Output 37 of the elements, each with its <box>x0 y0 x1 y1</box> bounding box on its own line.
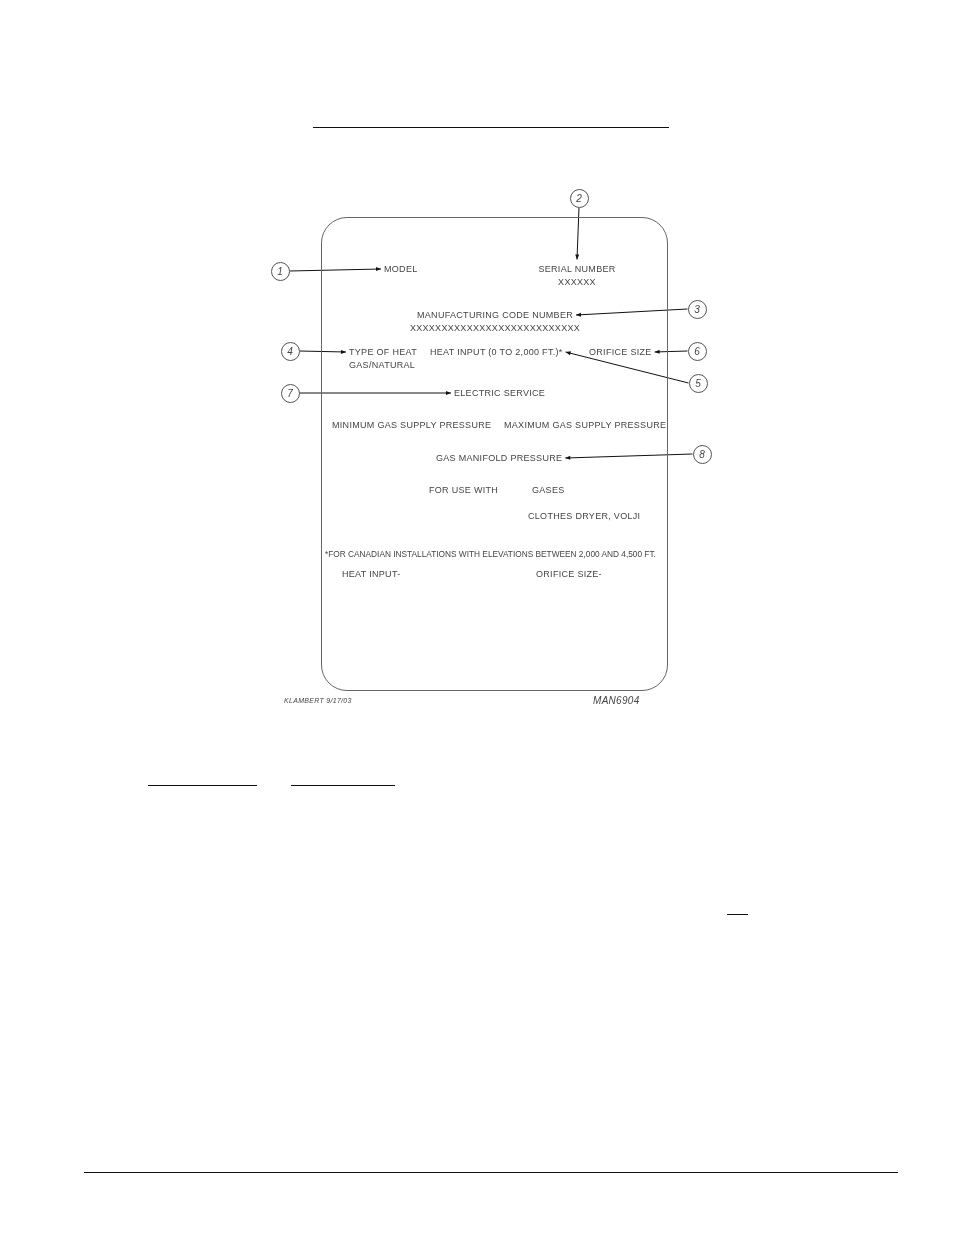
field-label: ELECTRIC SERVICE <box>454 387 546 399</box>
leader-line <box>575 207 580 260</box>
leader-line <box>299 349 347 354</box>
appliance-label: CLOTHES DRYER, VOLJI <box>528 510 641 522</box>
field-label: GASES <box>532 484 565 496</box>
supply-pressure-label: MINIMUM GAS SUPPLY PRESSURE <box>332 419 492 431</box>
field-value: XXXXXX <box>558 275 596 289</box>
callout-number: 5 <box>688 373 708 393</box>
leader-line <box>565 351 689 384</box>
field-label: TYPE OF HEAT <box>349 345 417 359</box>
callout-number: 7 <box>280 383 300 403</box>
field-label: MANUFACTURING CODE NUMBER <box>417 308 573 322</box>
field-label: SERIAL NUMBER <box>538 262 616 276</box>
callout-number: 1 <box>270 261 290 281</box>
field-label: ORIFICE SIZE- <box>536 568 602 580</box>
leader-line <box>299 391 452 395</box>
supply-pressure-label: MAXIMUM GAS SUPPLY PRESSURE <box>504 419 667 431</box>
field-value: GAS/NATURAL <box>349 358 416 372</box>
callout-number: 4 <box>280 341 300 361</box>
field-label: HEAT INPUT- <box>342 568 401 580</box>
field-label: GAS MANIFOLD PRESSURE <box>436 452 563 464</box>
callout-number: 2 <box>569 188 589 208</box>
leader-line <box>575 308 688 317</box>
leader-line <box>654 349 688 354</box>
field-label: HEAT INPUT (0 TO 2,000 FT.)* <box>430 346 563 358</box>
leader-line <box>564 453 693 460</box>
field-label: FOR USE WITH <box>429 484 499 496</box>
data-plate <box>321 217 668 691</box>
callout-number: 8 <box>692 444 712 464</box>
field-label: ORIFICE SIZE <box>589 346 652 358</box>
leader-line <box>289 267 382 272</box>
callout-number: 3 <box>687 299 707 319</box>
field-value: XXXXXXXXXXXXXXXXXXXXXXXXXXX <box>409 321 581 335</box>
footnote: *FOR CANADIAN INSTALLATIONS WITH ELEVATIONS BETWEEN 2,000 AND 4,500 FT. <box>325 548 656 560</box>
drawing-number: MAN6904 <box>593 694 640 706</box>
callout-number: 6 <box>687 341 707 361</box>
field-label: MODEL <box>384 263 418 275</box>
